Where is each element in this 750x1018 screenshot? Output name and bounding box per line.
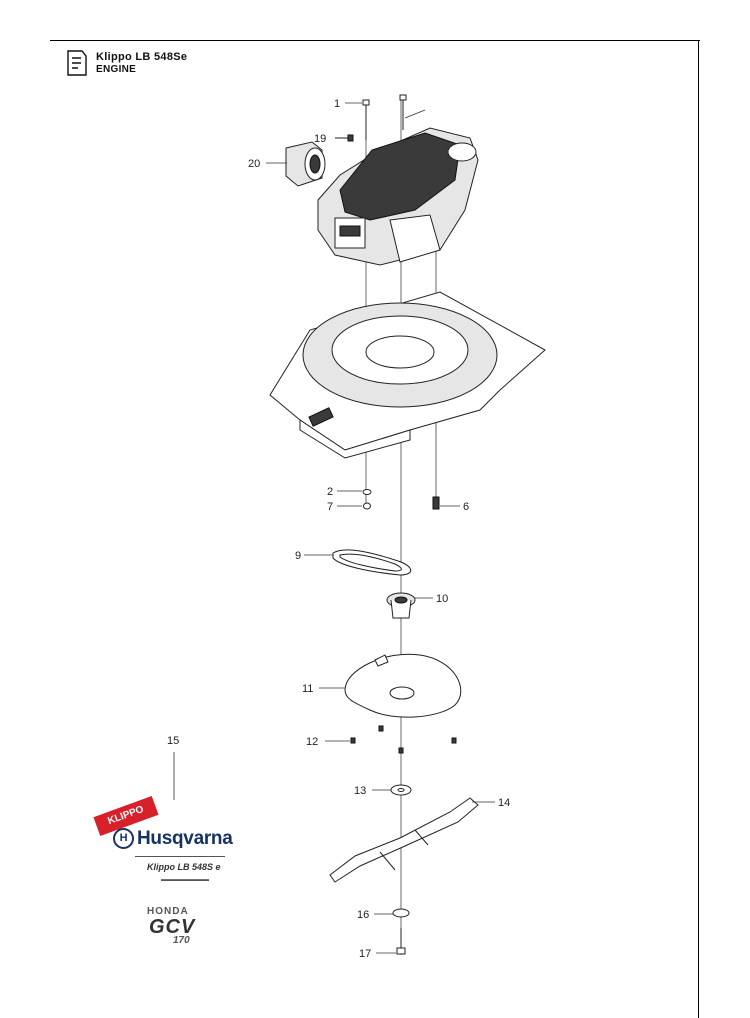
callout-15: 15 (167, 735, 179, 747)
callout-1: 1 (334, 98, 340, 110)
husqvarna-crown-icon: H (113, 828, 134, 850)
blade-part-14 (329, 797, 479, 883)
callout-11: 11 (302, 683, 313, 695)
callout-7: 7 (327, 501, 333, 513)
washer-part-13-hole (397, 788, 405, 792)
mower-deck (269, 291, 546, 459)
bolt-part-top-right (399, 94, 407, 130)
callout-13: 13 (354, 785, 366, 797)
callout-20: 20 (248, 158, 260, 170)
screw-part-12-a (350, 737, 356, 744)
screw-part-12-b (378, 725, 384, 732)
screw-part-12-c (451, 737, 457, 744)
callout-14: 14 (498, 797, 510, 809)
small-screw-part-19 (335, 134, 354, 142)
bolt-part-17 (396, 928, 406, 955)
frame-right-rule (698, 40, 699, 1018)
belt-part-9 (332, 549, 412, 576)
callout-12: 12 (306, 736, 318, 748)
callout-10: 10 (436, 593, 448, 605)
page-subtitle: ENGINE (96, 64, 137, 75)
frame-top-rule (50, 40, 700, 41)
bolt-part-1 (362, 99, 370, 140)
engine-assembly (317, 109, 479, 266)
page-title: Klippo LB 548Se (96, 51, 188, 63)
filter-part-20 (285, 141, 326, 187)
honda-label: HONDA (147, 906, 189, 917)
callout-6: 6 (463, 501, 469, 513)
washer-part-2 (362, 489, 372, 495)
callout-17: 17 (359, 948, 371, 960)
callout-2: 2 (327, 486, 333, 498)
section-page-icon (67, 50, 87, 76)
callout-16: 16 (357, 909, 369, 921)
model-label: Klippo LB 548S e (147, 862, 221, 872)
serial-code-text: ▬▬▬▬▬▬▬▬ (161, 877, 209, 883)
nut-part-7 (363, 502, 371, 510)
washer-part-16 (392, 908, 410, 918)
callout-19: 19 (314, 133, 326, 145)
husqvarna-wordmark: Husqvarna (137, 828, 233, 849)
blade-plate-part-11 (344, 653, 462, 718)
model-divider (135, 856, 225, 857)
callout-9: 9 (295, 550, 301, 562)
pulley-part-10 (386, 592, 416, 619)
bolt-part-6 (432, 496, 440, 510)
gcv-number: 170 (173, 935, 190, 946)
screw-part-12-d (398, 747, 404, 754)
gcv-label: GCV (149, 916, 196, 938)
